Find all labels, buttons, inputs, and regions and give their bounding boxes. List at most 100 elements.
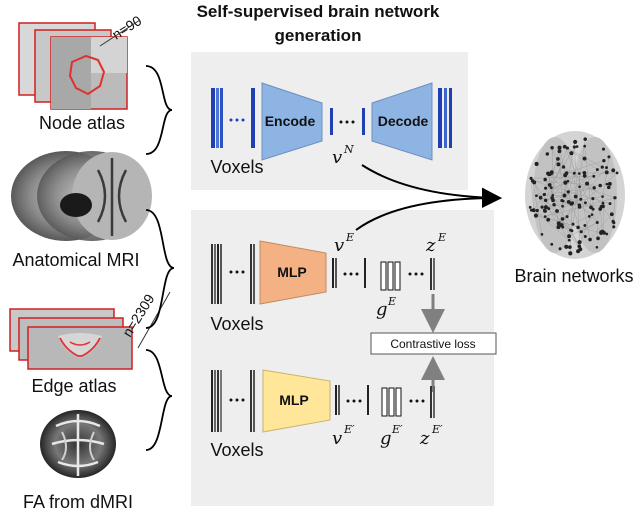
network-node — [558, 247, 562, 251]
network-node — [606, 185, 611, 190]
network-node — [556, 162, 561, 167]
network-edge — [532, 180, 611, 204]
network-edge — [533, 210, 570, 241]
network-edge — [563, 166, 603, 197]
network-node — [573, 139, 578, 144]
network-node — [535, 208, 539, 213]
zEprime-superscript: E′ — [431, 423, 443, 436]
network-node — [561, 199, 565, 203]
network-node — [572, 171, 576, 175]
network-node — [529, 208, 533, 212]
network-node — [578, 185, 581, 189]
network-node — [545, 152, 550, 156]
network-node — [607, 155, 611, 159]
fa-z-vector — [430, 386, 435, 418]
edge-atlas-stack — [9, 308, 133, 370]
fa-voxel-bars — [211, 370, 255, 432]
network-node — [540, 232, 544, 236]
network-node — [577, 240, 582, 245]
network-edge — [552, 195, 586, 204]
network-node — [549, 171, 554, 175]
network-node — [582, 174, 587, 178]
network-node — [544, 186, 548, 190]
node-atlas-stack — [18, 22, 128, 110]
network-node — [584, 201, 587, 205]
network-edge — [544, 166, 603, 211]
network-node — [560, 217, 565, 221]
title-line-1: Self-supervised brain network — [197, 2, 440, 21]
gE-symbol: g — [376, 299, 388, 320]
network-node — [531, 208, 536, 213]
network-node — [613, 196, 617, 200]
network-edge — [570, 203, 573, 254]
vE-symbol: v — [334, 235, 344, 256]
network-edge — [579, 186, 582, 200]
network-node — [605, 232, 609, 236]
network-node — [611, 168, 616, 173]
network-node — [591, 207, 595, 211]
arrow-node-to-network — [361, 164, 502, 208]
network-node — [592, 186, 596, 190]
network-node — [601, 195, 604, 198]
network-node — [577, 172, 581, 175]
network-node — [550, 145, 554, 150]
zEprime-symbol: z — [419, 428, 430, 449]
network-node — [601, 147, 606, 151]
network-node — [575, 145, 579, 148]
network-edge — [549, 184, 593, 215]
edge-latent-bars — [332, 258, 366, 288]
network-node — [605, 182, 609, 186]
network-edge — [600, 209, 603, 232]
encode-label: Encode — [265, 113, 316, 129]
network-edge — [540, 197, 570, 241]
vEprime-symbol: v — [332, 428, 342, 449]
network-edge — [532, 180, 543, 235]
network-node — [547, 207, 551, 211]
network-node — [562, 193, 567, 198]
title-line-2: generation — [275, 26, 362, 45]
network-edge — [579, 173, 615, 223]
anatomical-mri-image — [11, 151, 152, 241]
network-node — [571, 222, 575, 226]
brace-node — [145, 65, 173, 155]
edge-voxel-bars — [211, 244, 255, 304]
network-edge — [567, 147, 580, 174]
decode-label: Decode — [378, 113, 429, 129]
network-node — [566, 190, 570, 194]
network-node — [615, 171, 619, 175]
network-edge — [540, 197, 579, 228]
fa-latent-bars — [335, 385, 369, 415]
network-edge — [544, 179, 580, 247]
network-node — [598, 183, 602, 188]
network-node — [612, 225, 616, 229]
network-edge — [530, 178, 581, 250]
gE-superscript: E — [387, 295, 396, 308]
latent-bars — [330, 108, 365, 135]
network-edge — [566, 160, 604, 174]
network-node — [565, 146, 570, 150]
network-node — [556, 225, 561, 230]
network-node — [533, 213, 539, 218]
fa-mlp-block — [262, 369, 331, 433]
network-node — [551, 193, 555, 197]
network-edge — [545, 147, 568, 208]
network-node — [576, 225, 580, 230]
network-node — [573, 194, 578, 199]
edge-voxels-label: Voxels — [210, 314, 263, 334]
edge-atlas-label: Edge atlas — [31, 376, 116, 396]
network-node — [538, 195, 543, 200]
vE-superscript: E — [345, 231, 354, 244]
network-node — [559, 223, 564, 228]
network-edge — [564, 146, 603, 168]
network-node — [583, 137, 587, 141]
network-node — [543, 215, 547, 219]
edge-count-underline — [137, 291, 171, 349]
contrastive-loss-label: Contrastive loss — [390, 337, 475, 351]
network-edge — [584, 208, 601, 226]
gEprime-superscript: E′ — [391, 423, 403, 436]
encoder-block — [261, 82, 323, 161]
network-edge — [613, 197, 616, 222]
network-edge — [545, 199, 581, 217]
network-node — [534, 161, 539, 166]
fa-mlp-label: MLP — [279, 392, 309, 408]
